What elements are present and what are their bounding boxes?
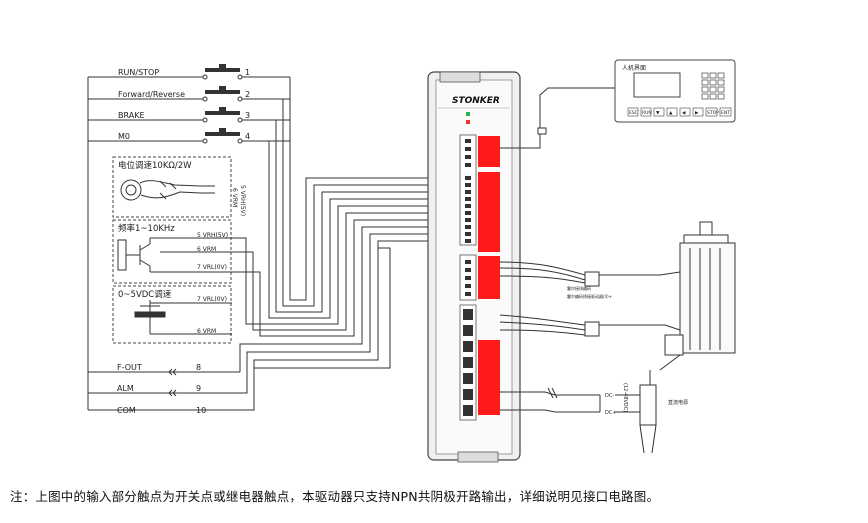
hmi-panel: 人机界面 ESC RUN ▼ ▲ ◀ ▶ STOP ENT [500, 59, 736, 149]
pot-vrm: 6 VRM [231, 188, 238, 207]
volt-box-title: 0~5VDC调速 [118, 290, 172, 300]
motor-note-1: 霍尔接线编码 [567, 285, 591, 291]
power-neg-label: DC- [605, 393, 614, 399]
pot-vrh: 5 VRH(5V) [239, 185, 246, 216]
input-num-4: 4 [245, 132, 250, 141]
hmi-key-stop: STOP [707, 110, 719, 116]
input-label-m0: M0 [118, 132, 130, 141]
terminal-red-labels [478, 136, 500, 415]
input-num-3: 3 [245, 111, 250, 120]
output-num-10: 10 [196, 406, 206, 415]
hmi-key-row: ESC RUN ▼ ▲ ◀ ▶ STOP ENT [627, 107, 732, 117]
voltage-source-icon [134, 300, 232, 335]
driver-brand-logo: STONKER [452, 96, 500, 106]
pulse-source-icon [117, 237, 232, 273]
output-label-com: COM [117, 406, 136, 415]
hmi-key-up: ▲ [669, 111, 673, 116]
potentiometer-icon [120, 179, 215, 201]
hmi-key-left: ◀ [682, 111, 686, 116]
hmi-title: 人机界面 [622, 64, 646, 72]
pot-box [112, 156, 232, 218]
power-supply [500, 354, 681, 454]
output-label-fout: F-OUT [117, 363, 142, 372]
freq-vrm: 6 VRM [197, 246, 216, 253]
freq-box-title: 频率1~10KHz [118, 223, 175, 234]
hmi-key-esc: ESC [629, 110, 638, 116]
input-switches [87, 64, 290, 410]
power-range-label: (12-48VDC) [622, 383, 628, 412]
output-lines [88, 368, 240, 411]
input-label-brake: BRAKE [118, 111, 145, 120]
freq-box [112, 219, 232, 284]
volt-box [112, 285, 232, 344]
volt-vrm: 6 VRM [197, 328, 216, 335]
wire-bundle [232, 77, 455, 411]
volt-vrl: 7 VRL(0V) [197, 296, 227, 303]
motor [499, 221, 736, 356]
freq-vrh: 5 VRH(5V) [197, 232, 228, 239]
output-num-8: 8 [196, 363, 201, 372]
hmi-screen [633, 72, 681, 98]
power-label: 直流电源 [668, 399, 688, 406]
hmi-keypad [701, 72, 725, 100]
hmi-key-ent: ENT [721, 110, 730, 116]
motor-note-2: 霍尔编码线接驱动器(4)+ [567, 293, 612, 299]
output-num-9: 9 [196, 384, 201, 393]
input-labels: RUN/STOP Forward/Reverse BRAKE M0 1 2 3 … [118, 68, 250, 141]
footnote: 注：上图中的输入部分触点为开关点或继电器触点，本驱动器只支持NPN共阴极开路输出… [10, 489, 660, 504]
hmi-key-down: ▼ [656, 111, 660, 116]
wiring-diagram: RUN/STOP Forward/Reverse BRAKE M0 1 2 3 … [87, 59, 736, 463]
output-label-alm: ALM [117, 384, 134, 393]
hmi-key-run: RUN [642, 110, 652, 116]
pot-box-title: 电位调速10KΩ/2W [118, 160, 192, 171]
power-pos-label: DC+ [605, 410, 617, 416]
terminal-screws [463, 139, 473, 416]
input-num-1: 1 [245, 68, 250, 77]
input-label-run-stop: RUN/STOP [118, 68, 159, 77]
driver-unit: STONKER [427, 71, 521, 463]
hmi-key-right: ▶ [695, 111, 699, 116]
speed-boxes [112, 156, 232, 344]
input-label-forward-reverse: Forward/Reverse [118, 90, 185, 99]
freq-vrl: 7 VRL(0V) [197, 264, 227, 271]
input-num-2: 2 [245, 90, 250, 99]
